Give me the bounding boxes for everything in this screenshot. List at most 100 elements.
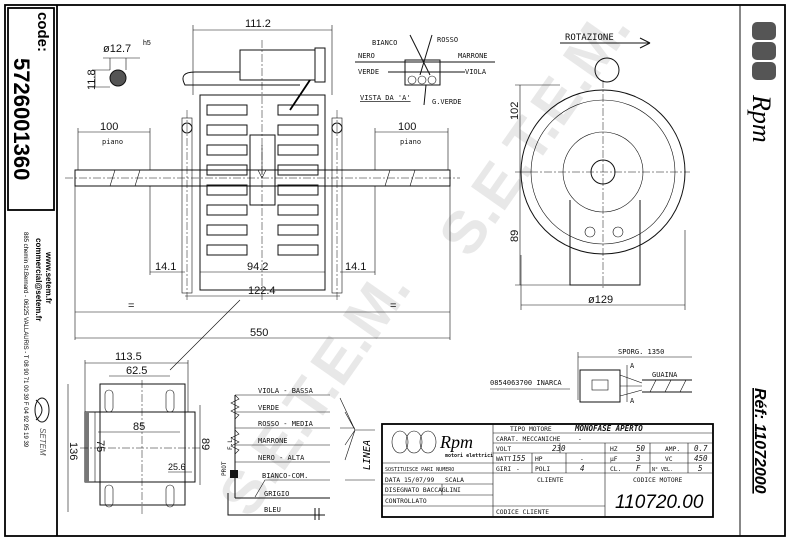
controllato-field: CONTROLLATO (385, 498, 427, 505)
mount-offset-dim: 25.6 (168, 462, 186, 472)
wire-nero-alta: NERO - ALTA (258, 454, 305, 462)
watt-label: WATT (496, 456, 511, 463)
volt-label: VOLT (496, 446, 511, 453)
section-a-label: A (630, 397, 635, 405)
capacitor (239, 49, 316, 81)
cl-value: F (636, 464, 641, 473)
codice-motore-value: 110720.00 (615, 492, 704, 513)
amp-value: 0.7 (694, 444, 708, 453)
wire-viola-bassa: VIOLA - BASSA (258, 387, 314, 395)
disegnato-field: DISEGNATO BACCAGLINI (385, 487, 461, 494)
wire-label-viola: VIOLA (465, 68, 487, 76)
mount-height-inner-dim: 75 (94, 440, 106, 452)
poli-label: POLI (535, 466, 550, 473)
title-logo-text: Rpm (439, 432, 473, 452)
body-dim: 94.2 (247, 261, 268, 273)
view-a-title: VISTA DA 'A' (360, 94, 411, 102)
vc-value: 450 (694, 454, 708, 463)
mount-slot-spacing-dim: 62.5 (126, 365, 147, 377)
wire-verde: VERDE (258, 404, 279, 412)
rpm-logo-icon (752, 22, 776, 80)
vc-label: VC (665, 456, 673, 463)
svg-text:SETEM: SETEM (38, 428, 47, 456)
right-strip: Rpm Réf: 11072000 (747, 22, 776, 494)
nvel-value: 5 (698, 464, 703, 473)
code-box (7, 7, 55, 211)
right-gap-dim: 14.1 (345, 261, 366, 273)
rotation-label: ROTAZIONE (565, 33, 614, 43)
mount-width-inner-dim: 85 (133, 421, 145, 433)
sheath-label: GUAINA (652, 371, 678, 379)
rpm-logo-text: Rpm (747, 94, 776, 143)
wire-rosso-media: ROSSO - MEDIA (258, 420, 314, 428)
height-bottom-dim: 89 (509, 230, 521, 242)
setem-logo-icon: SETEM (34, 397, 50, 456)
email-link[interactable]: commercial@setem.fr (34, 238, 43, 321)
poli-value: 4 (580, 464, 585, 473)
fl-label: F.L. (227, 436, 234, 450)
tipo-motore-label: TIPO MOTORE (510, 426, 552, 433)
linea-label: LINEA (362, 440, 373, 470)
cl-label: CL. (610, 466, 621, 473)
mount-height-right-dim: 89 (199, 438, 211, 450)
ref-number: Réf: 11072000 (751, 388, 768, 494)
sostituisce-label: SOSTITUISCE PARI NUMERO (385, 467, 454, 473)
carat-label: CARAT. MECCANICHE (496, 436, 561, 443)
capacitor-symbol-icon (314, 508, 320, 520)
side-view: ROTAZIONE 102 89 ø129 (509, 33, 690, 310)
prot-label: PROT (221, 461, 228, 476)
address: 885 chemin St.Bernard - 06225 VALLAURIS … (22, 232, 28, 448)
hz-value: 50 (636, 444, 646, 453)
mount-height-outer-dim: 136 (67, 442, 79, 460)
title-block: Rpm motori elettrici TIPO MOTORE MONOFAS… (381, 423, 714, 518)
wire-label-rosso: ROSSO (437, 36, 458, 44)
total-length-dim: 550 (250, 327, 268, 339)
giri-value: - (516, 466, 520, 473)
wire-label-bianco: BIANCO (372, 39, 397, 47)
watt-value: 155 (512, 454, 526, 463)
uf-label: µF (610, 456, 618, 463)
shaft-section (109, 69, 127, 87)
drawing-frame (4, 4, 786, 537)
feet-dim: 122.4 (248, 285, 276, 297)
width-top-dim: 111.2 (245, 18, 271, 30)
hz-label: HZ (610, 446, 618, 453)
hp-label: HP (535, 456, 543, 463)
wiring-diagram: VIOLA - BASSA VERDE ROSSO - MEDIA MARRON… (221, 387, 375, 520)
connector-detail: SPORG. 1350 0854063700 INARCA GUAINA A A (490, 348, 692, 405)
rpm-title-logo-icon (391, 430, 437, 454)
right-flat-label: piano (400, 138, 421, 146)
view-a: BIANCO ROSSO NERO MARRONE VERDE VIOLA VI… (355, 34, 495, 106)
shaft-flat-dim: 11.8 (86, 69, 98, 90)
left-flat-label: piano (102, 138, 123, 146)
amp-label: AMP. (665, 446, 680, 453)
giri-label: GIRI (496, 466, 511, 473)
wire-grigio: GRIGIO (264, 490, 289, 498)
diameter-dim: ø129 (588, 294, 613, 306)
rotation-arrow-icon (560, 37, 651, 49)
nvel-label: N° VEL. (652, 467, 673, 473)
cliente-label: CLIENTE (537, 477, 564, 484)
date-field: DATA 15/07/99 (385, 477, 434, 484)
mounting-bracket: 113.5 62.5 85 136 75 89 25.6 (67, 351, 211, 515)
motor-body (199, 94, 326, 291)
title-logo-subtitle: motori elettrici (445, 453, 493, 459)
wire-marrone: MARRONE (258, 437, 288, 445)
shaft-diameter-dim: ø12.7 (103, 43, 131, 55)
volt-value: 230 (552, 444, 566, 453)
shaft-tolerance: h5 (143, 40, 151, 47)
website-link[interactable]: www.setem.fr (44, 251, 53, 304)
equal-mark: = (390, 300, 396, 312)
uf-value: 3 (635, 454, 641, 463)
hp-value: - (580, 456, 584, 463)
carat-value: - (578, 436, 582, 443)
front-view: ø12.7 h5 11.8 111.2 100 piano 100 piano … (65, 18, 460, 371)
codice-motore-label: CODICE MOTORE (633, 477, 682, 484)
wire-label-marrone: MARRONE (458, 52, 488, 60)
wire-bleu: BLEU (264, 506, 281, 514)
code-value: 5726001360 (9, 58, 34, 180)
wire-label-verde: VERDE (358, 68, 379, 76)
left-strip: code: 5726001360 www.setem.fr commercial… (7, 7, 55, 456)
right-flat-dim: 100 (398, 121, 416, 133)
